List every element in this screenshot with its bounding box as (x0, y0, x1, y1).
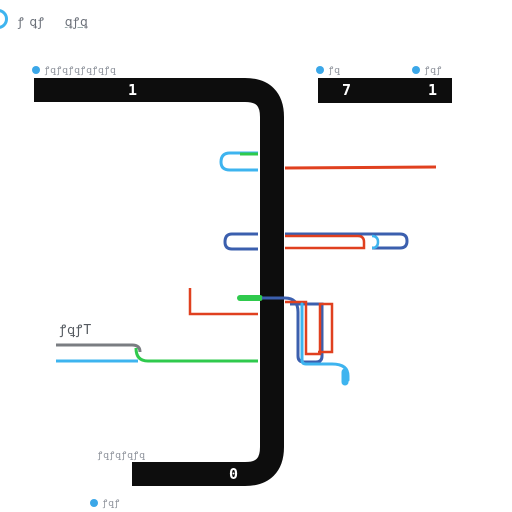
main-track (34, 78, 284, 486)
bottom-bar-label: 0 (229, 465, 239, 483)
red-tangle (285, 300, 334, 356)
red-line-2 (285, 234, 366, 250)
legend-top-right-label: ꝭꝗꝭ (425, 66, 443, 76)
blue-loop (223, 232, 258, 251)
right-bar-label-a: 7 (342, 81, 352, 99)
legend-bottom-left-label: ꝭꝗꝭꝗꝭꝗꝭꝗ (98, 451, 146, 461)
legend-bottom-left: ꝭꝗꝭꝗꝭꝗꝭꝗ (98, 448, 146, 461)
legend-dot-icon (90, 498, 98, 507)
red-line-1 (284, 165, 437, 170)
legend-dot-icon (32, 65, 40, 74)
legend-bottom-dot-label: ꝭꝗꝭ (103, 499, 121, 509)
header: ꝭ ꝗꝭ ꝗꝭꝗ (16, 10, 89, 32)
legend-top-left-label: ꝭꝗꝭꝗꝭꝗꝭꝗꝭꝗꝭꝗ (45, 66, 117, 76)
cyan-tangle (300, 302, 350, 382)
legend-top-right: ꝭꝗꝭ (412, 63, 442, 76)
legend-top-mid: ꝭꝗ (316, 63, 341, 76)
legend-top-left: ꝭꝗꝭꝗꝭꝗꝭꝗꝭꝗꝭꝗ (32, 63, 117, 76)
blue-line-right (285, 232, 409, 250)
green-line (134, 347, 258, 363)
cyan-loop-1 (219, 151, 258, 172)
right-bar-label-b: 1 (428, 81, 438, 99)
left-bar-label: 1 (128, 81, 138, 99)
legend-bottom-dot: ꝭꝗꝭ (90, 496, 120, 509)
legend-dot-icon (412, 65, 420, 74)
cyan-end-2 (371, 234, 380, 250)
header-text-b: ꝗꝭꝗ (64, 14, 89, 29)
top-right-bar (318, 78, 452, 103)
header-text-a: ꝭ ꝗꝭ (18, 14, 45, 29)
legend-top-mid-label: ꝭꝗ (329, 66, 341, 76)
side-label: ꝭꝗꝭT (60, 323, 93, 338)
red-hook (188, 288, 258, 316)
grey-line (56, 343, 142, 353)
legend-dot-icon (316, 65, 324, 74)
